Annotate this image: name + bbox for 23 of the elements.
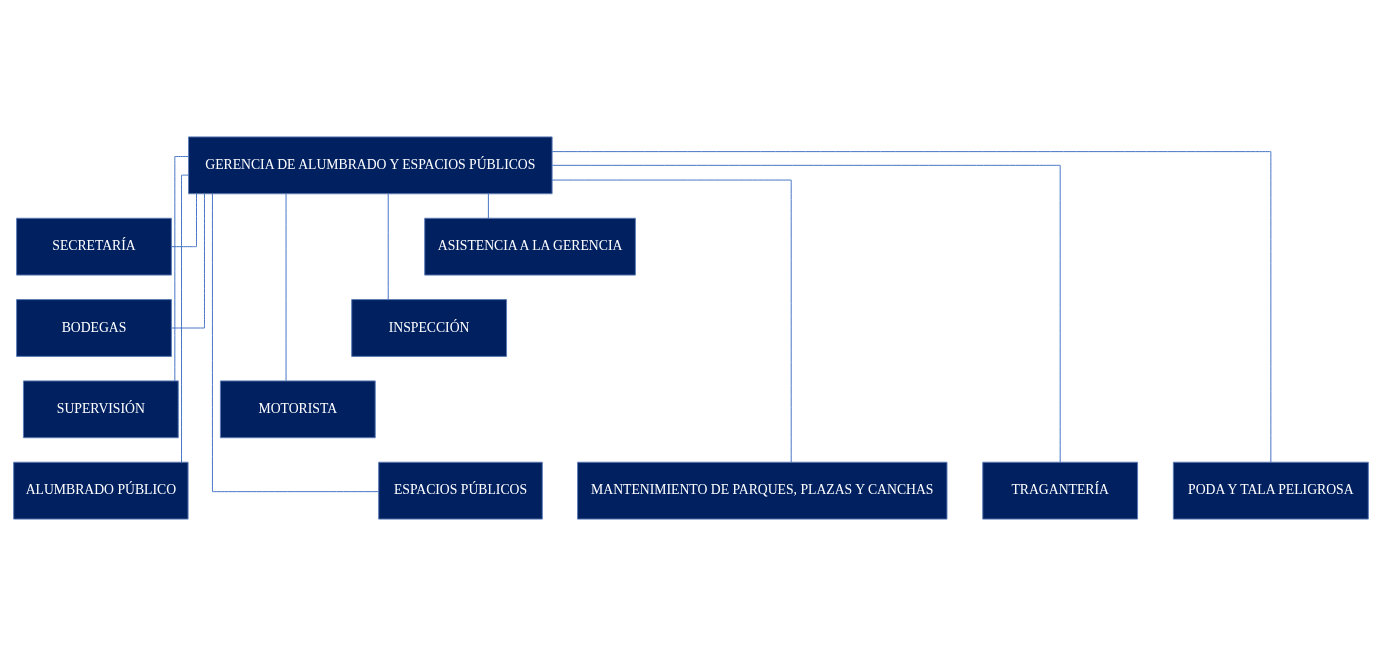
connector	[174, 156, 189, 382]
connector	[387, 193, 389, 301]
connector	[171, 193, 205, 329]
connector	[181, 174, 189, 463]
node-box: MANTENIMIENTO DE PARQUES, PLAZAS Y CANCHAS	[577, 461, 948, 520]
node-box: TRAGANTERÍA	[982, 461, 1139, 520]
node-box: GERENCIA DE ALUMBRADO Y ESPACIOS PÚBLICOS	[188, 136, 553, 195]
node-box: PODA Y TALA PELIGROSA	[1172, 461, 1369, 520]
connector	[551, 151, 1272, 463]
connector	[285, 193, 287, 382]
node-box: SECRETARÍA	[16, 217, 172, 276]
connector	[170, 193, 197, 248]
node-box: INSPECCIÓN	[351, 299, 507, 357]
node-box: MOTORISTA	[219, 380, 376, 439]
node-box: ESPACIOS PÚBLICOS	[378, 461, 543, 520]
connector	[551, 179, 792, 463]
connector	[552, 164, 1061, 463]
node-box: BODEGAS	[16, 299, 172, 357]
connector	[487, 193, 489, 219]
node-box: ALUMBRADO PÚBLICO	[13, 461, 189, 520]
node-box: SUPERVISIÓN	[22, 380, 179, 439]
connector	[211, 193, 380, 493]
node-box: ASISTENCIA A LA GERENCIA	[424, 217, 636, 276]
